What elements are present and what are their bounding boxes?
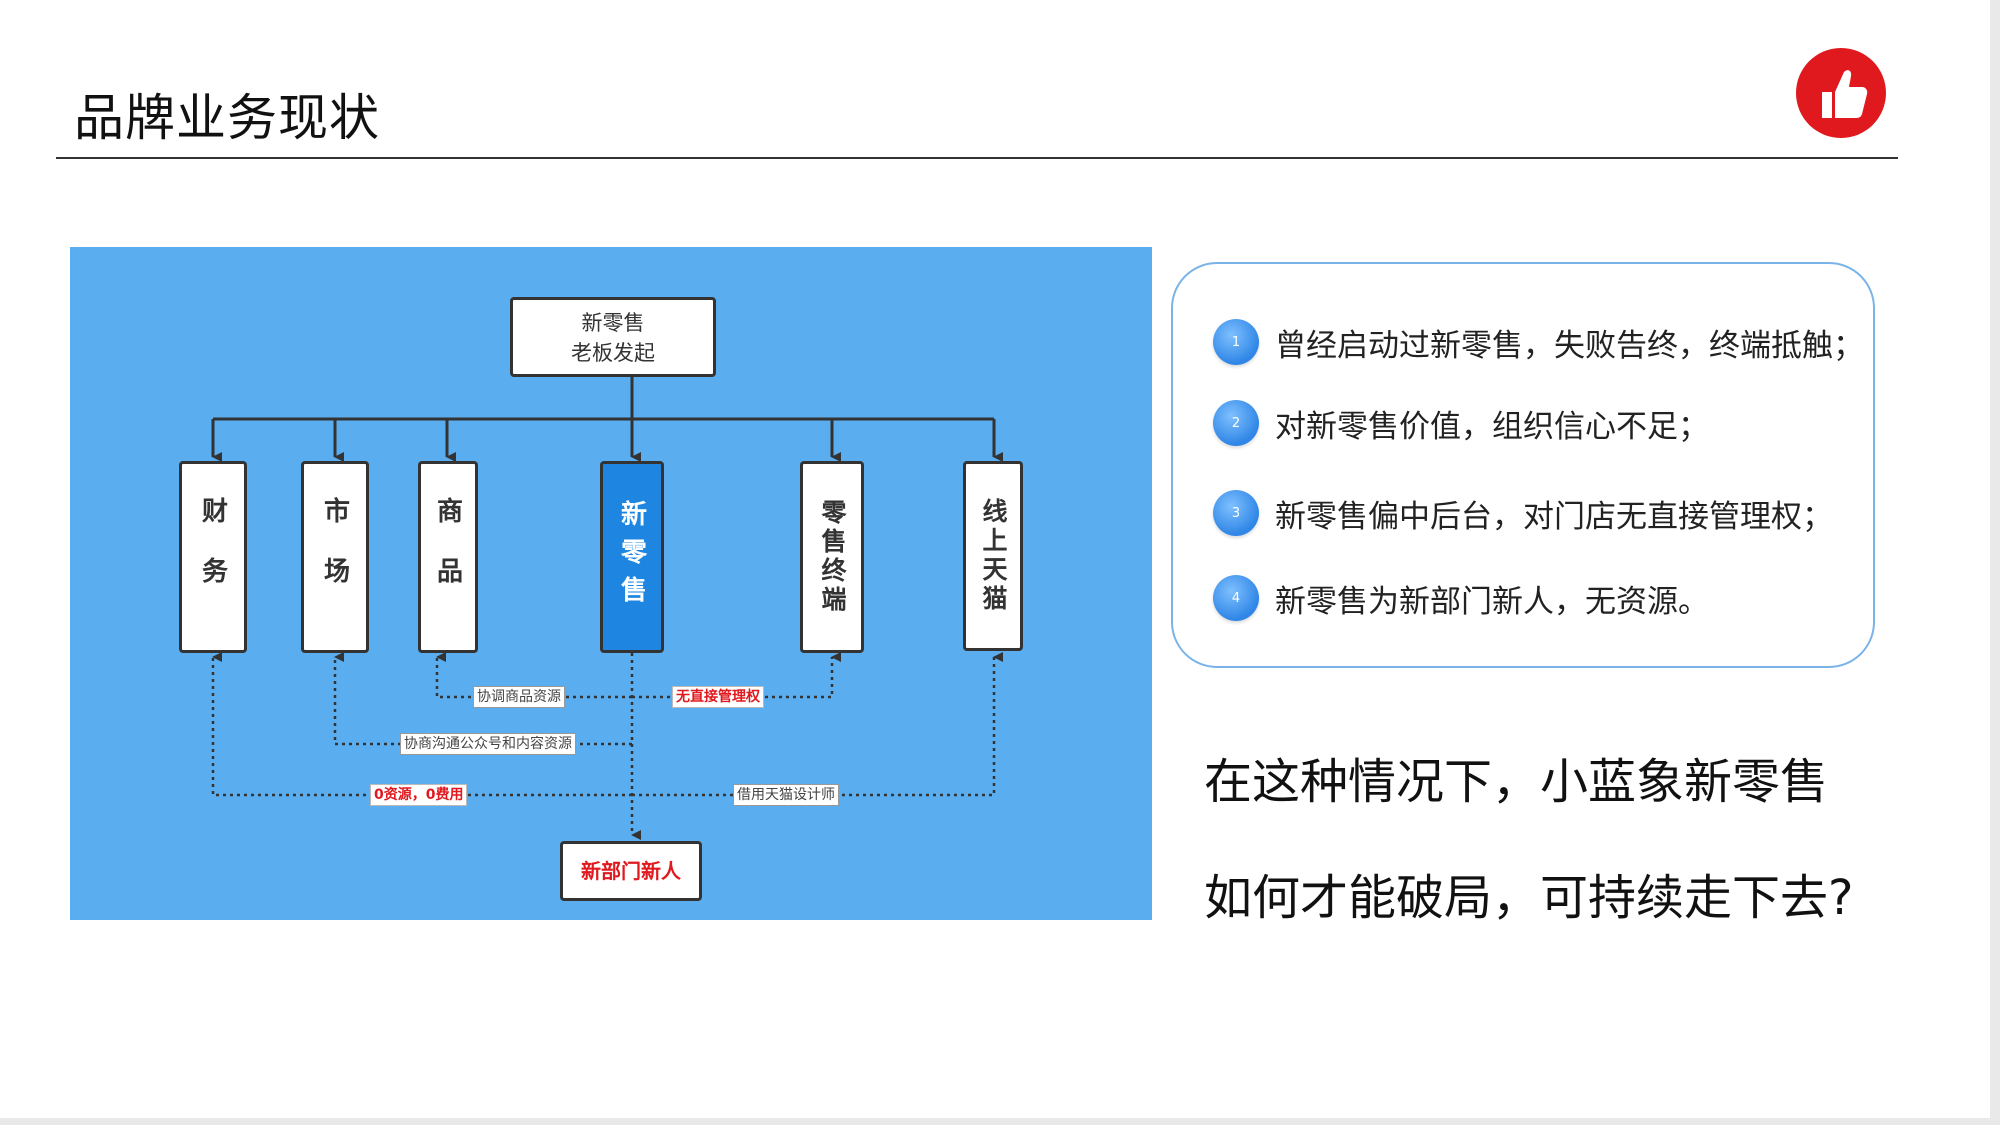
node-line-1: 新零售 — [581, 311, 645, 335]
question-line-2: 如何才能破局，可持续走下去? — [1204, 870, 1854, 926]
list-item-text: 曾经启动过新零售，失败告终，终端抵触； — [1275, 327, 1864, 364]
number-badge: 2 — [1213, 400, 1259, 446]
dotted-finance — [211, 652, 632, 797]
list-item-text: 新零售为新部门新人，无资源。 — [1275, 583, 1709, 620]
edge-label-finance: 0资源，0费用 — [370, 784, 468, 806]
node-new-retail: 新零售 — [600, 461, 664, 653]
node-label: 零售终端 — [818, 499, 847, 615]
node-new-dept-new-people: 新部门新人 — [560, 841, 702, 901]
thumbs-up-icon — [1822, 70, 1868, 118]
dotted-terminal — [632, 652, 841, 699]
question-line-1: 在这种情况下，小蓝象新零售 — [1204, 754, 1829, 810]
page-title: 品牌业务现状 — [74, 89, 380, 147]
node-label: 财务 — [197, 497, 228, 617]
node-label: 市场 — [319, 497, 350, 617]
logo — [1796, 48, 1886, 138]
node-goods: 商品 — [418, 461, 478, 653]
list-item: 1 曾经启动过新零售，失败告终，终端抵触； — [1213, 319, 1864, 365]
node-new-retail-initiated: 新零售 老板发起 — [510, 297, 716, 377]
list-item: 2 对新零售价值，组织信心不足； — [1213, 400, 1709, 446]
number-badge: 1 — [1213, 319, 1259, 365]
list-item: 4 新零售为新部门新人，无资源。 — [1213, 575, 1709, 621]
node-retail-terminal: 零售终端 — [800, 461, 864, 653]
edge-label-no-direct: 无直接管理权 — [672, 686, 764, 708]
node-market: 市场 — [301, 461, 369, 653]
title-divider — [56, 157, 1898, 159]
list-item-text: 对新零售价值，组织信心不足； — [1275, 408, 1709, 445]
node-online-tmall: 线上天猫 — [963, 461, 1023, 651]
node-line-2: 老板发起 — [571, 341, 655, 365]
edge-label-goods: 协调商品资源 — [473, 686, 565, 708]
edge-label-tmall: 借用天猫设计师 — [733, 784, 839, 806]
node-finance: 财务 — [179, 461, 247, 653]
number-badge: 3 — [1213, 490, 1259, 536]
list-item: 3 新零售偏中后台，对门店无直接管理权； — [1213, 490, 1833, 536]
node-label: 新零售 — [616, 500, 647, 614]
dotted-tmall — [632, 652, 1003, 797]
edge-label-market: 协商沟通公众号和内容资源 — [400, 733, 576, 755]
list-item-text: 新零售偏中后台，对门店无直接管理权； — [1275, 498, 1833, 535]
org-diagram: 新零售 老板发起 财务 市场 商品 新零售 零售终端 线上天猫 新部门新人 协调… — [70, 247, 1152, 920]
node-label: 线上天猫 — [979, 498, 1008, 614]
issues-panel: 1 曾经启动过新零售，失败告终，终端抵触； 2 对新零售价值，组织信心不足； 3… — [1171, 262, 1875, 668]
dotted-goods — [435, 652, 632, 699]
node-label: 商品 — [432, 497, 463, 617]
number-badge: 4 — [1213, 575, 1259, 621]
